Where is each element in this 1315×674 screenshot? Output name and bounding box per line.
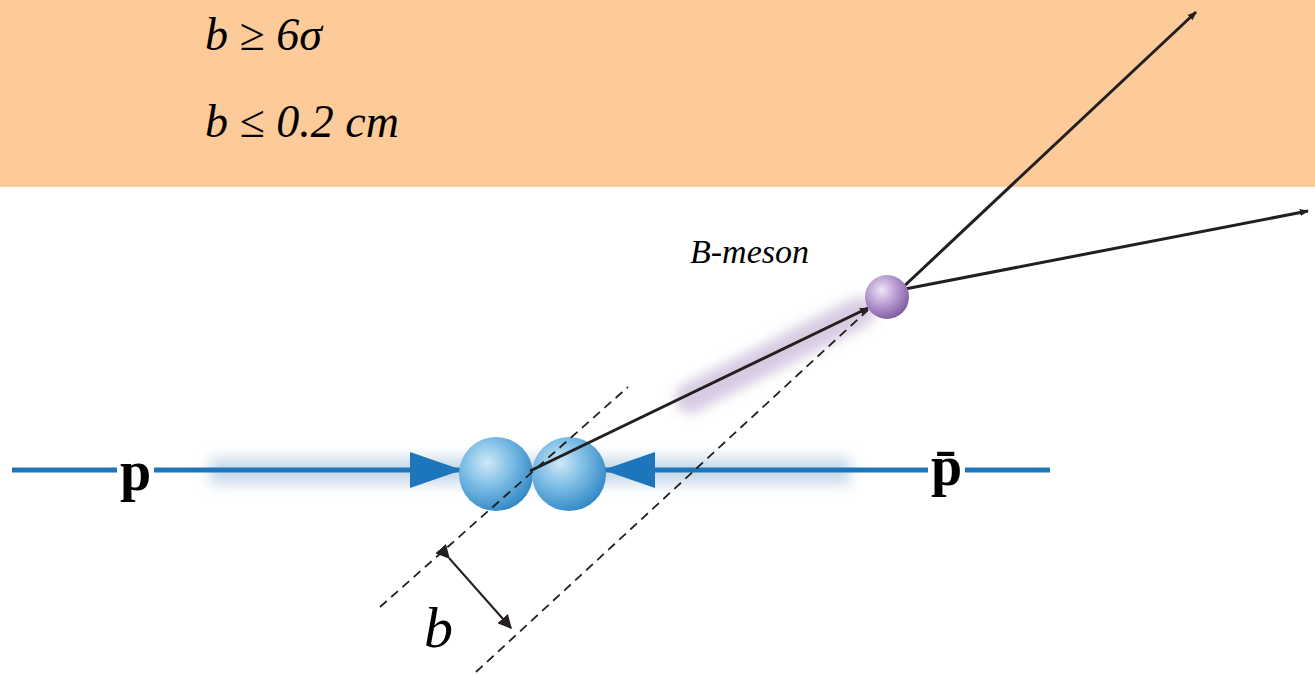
proton-bunch: [459, 437, 533, 511]
b-meson-ball: [865, 275, 909, 319]
beam-label: p̄: [928, 436, 965, 498]
dimension-label: b: [424, 596, 453, 660]
beam-arrowhead: [603, 452, 655, 488]
formula-band: b ≥ 6σ b ≤ 0.2 cm: [0, 0, 1315, 187]
flight-arrow: [530, 308, 868, 471]
beam-arrowhead: [410, 452, 462, 488]
dimension-arrow: [449, 558, 511, 628]
dashed-line: [380, 387, 628, 607]
particle-label: B-meson: [690, 233, 809, 270]
antiproton-bunch: [532, 437, 606, 511]
formula-text: b ≤ 0.2 cm: [0, 87, 1315, 157]
dashed-line: [476, 310, 868, 672]
formula-text: b ≥ 6σ: [0, 0, 1315, 70]
decay-track: [905, 211, 1308, 289]
beam-label: p: [117, 441, 154, 503]
decay-track: [900, 12, 1196, 290]
